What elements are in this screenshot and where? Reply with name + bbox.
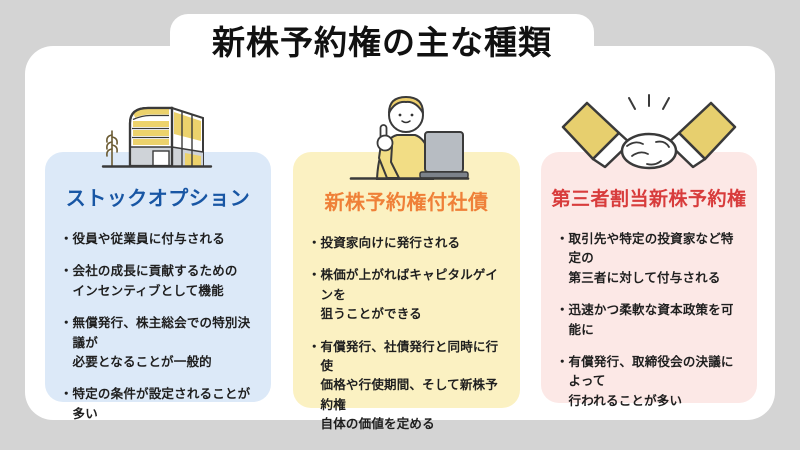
- title-banner: 新株予約権の主な種類: [170, 14, 594, 66]
- main-card: ストックオプション ・ 役員や従業員に付与される ・ 会社の成長に貢献するための…: [25, 46, 775, 431]
- bullet-marker: ・: [556, 354, 569, 369]
- bullet-marker: ・: [60, 387, 73, 402]
- list-item: ・ 有償発行、取締役会の決議によって 行われることが多い: [556, 354, 734, 408]
- bullet-marker: ・: [308, 236, 321, 250]
- list-item: ・ 株価が上がればキャピタルゲインを 狙うことができる: [308, 268, 499, 322]
- stock-option-heading: ストックオプション: [65, 188, 251, 210]
- column-bond-with-warrants: 新株予約権付社債 ・ 投資家向けに発行される ・ 株価が上がればキャピタルゲイン…: [293, 46, 520, 431]
- column-third-party-allotment: 第三者割当新株予約権 ・ 取引先や特定の投資家など特定の 第三者に対して付与され…: [541, 46, 757, 420]
- bond-with-warrants-heading: 新株予約権付社債: [324, 192, 489, 214]
- list-item: ・ 特定の条件が設定されることが多い: [60, 387, 251, 421]
- bullet-marker: ・: [60, 232, 73, 246]
- person-laptop-icon: [337, 88, 477, 182]
- handshake-icon: [561, 93, 737, 175]
- bullet-marker: ・: [556, 303, 569, 318]
- bullet-marker: ・: [308, 268, 321, 283]
- list-item: ・ 会社の成長に貢献するための インセンティブとして機能: [60, 264, 238, 298]
- bond-with-warrants-bullet-list: ・ 投資家向けに発行される ・ 株価が上がればキャピタルゲインを 狙うことができ…: [293, 215, 520, 434]
- bullet-marker: ・: [556, 232, 569, 246]
- list-item: ・ 取引先や特定の投資家など特定の 第三者に対して付与される: [556, 232, 734, 285]
- list-item: ・ 役員や従業員に付与される: [60, 230, 259, 249]
- list-item: ・ 迅速かつ柔軟な資本政策を可能に: [556, 303, 734, 337]
- third-party-allotment-heading: 第三者割当新株予約権: [551, 189, 747, 210]
- third-party-allotment-bullet-list: ・ 取引先や特定の投資家など特定の 第三者に対して付与される ・ 迅速かつ柔軟な…: [541, 211, 757, 411]
- building-icon: [97, 95, 219, 171]
- bullet-marker: ・: [60, 316, 73, 331]
- column-stock-option: ストックオプション ・ 役員や従業員に付与される ・ 会社の成長に貢献するための…: [45, 46, 271, 421]
- stock-option-card: ストックオプション ・ 役員や従業員に付与される ・ 会社の成長に貢献するための…: [45, 152, 271, 421]
- list-item: ・ 有償発行、社債発行と同時に行使 価格や行使期間、そして新株予約権 自体の価値…: [308, 339, 499, 432]
- list-item: ・ 投資家向けに発行される: [308, 234, 508, 253]
- bullet-marker: ・: [308, 339, 321, 354]
- bond-with-warrants-card: 新株予約権付社債 ・ 投資家向けに発行される ・ 株価が上がればキャピタルゲイン…: [293, 152, 520, 431]
- stock-option-bullet-list: ・ 役員や従業員に付与される ・ 会社の成長に貢献するための インセンティブとし…: [45, 211, 271, 424]
- bullet-marker: ・: [60, 264, 73, 279]
- list-item: ・ 無償発行、株主総会での特別決議が 必要となることが一般的: [60, 316, 251, 369]
- third-party-allotment-card: 第三者割当新株予約権 ・ 取引先や特定の投資家など特定の 第三者に対して付与され…: [541, 152, 757, 408]
- page-title: 新株予約権の主な種類: [212, 24, 552, 61]
